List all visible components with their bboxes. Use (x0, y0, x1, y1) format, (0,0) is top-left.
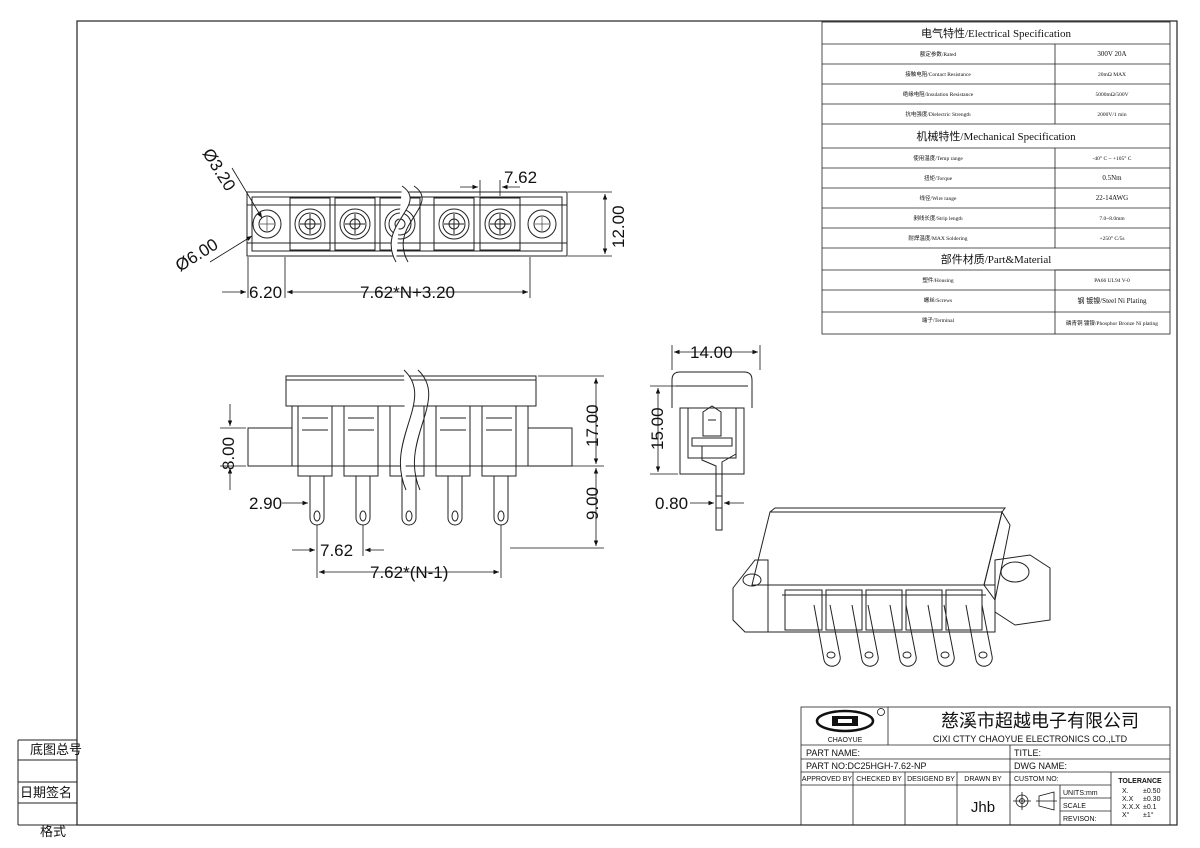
dim-pitch-top: 7.62 (504, 168, 537, 187)
spec-label: 塑件/Housing (922, 276, 953, 284)
dwg-name-label: DWG NAME: (1014, 761, 1067, 771)
spec-value: 20mΩ MAX (1098, 72, 1126, 78)
spec-value: 22-14AWG (1096, 194, 1129, 202)
top-view-dims (209, 167, 612, 298)
company-logo: CHAOYUE (815, 708, 885, 744)
dim-h900: 9.00 (583, 487, 602, 520)
scale-label: SCALE (1063, 803, 1086, 810)
dim-wtotal: 7.62*N+3.20 (360, 283, 455, 302)
spec-table (821, 21, 1171, 335)
checked-by-label: CHECKED BY (856, 776, 902, 783)
revision-label: REVISON: (1063, 816, 1097, 823)
tol-key: X° (1122, 811, 1130, 819)
spec-value: 磷青铜 镀镍/Phosphor Bronze Ni plating (1066, 319, 1158, 327)
part-name-label: PART NAME: (806, 748, 860, 758)
mechanical-title: 机械特性/Mechanical Specification (916, 129, 1076, 143)
spec-label: 使用温度/Temp range (913, 154, 963, 162)
dim-h800: 8.00 (219, 437, 238, 470)
spec-label: 剥线长度/Strip length (913, 214, 963, 222)
material-title: 部件材质/Part&Material (941, 252, 1052, 266)
designed-by-label: DESIGEND BY (907, 776, 955, 783)
tol-val: ±0.1 (1143, 804, 1157, 811)
spec-label: 端子/Terminal (922, 316, 955, 324)
logo-text: CHAOYUE (828, 737, 863, 744)
tol-key: X. (1122, 788, 1129, 795)
dim-t080: 0.80 (655, 494, 688, 513)
dim-h1500: 15.00 (648, 407, 667, 450)
company-en: CIXI CTTY CHAOYUE ELECTRONICS CO.,LTD (933, 734, 1128, 744)
spec-value: -40° C ~ +105° C (1093, 155, 1132, 162)
spec-value: +250° C/5s (1099, 235, 1124, 242)
format-label: 格式 (40, 824, 66, 840)
tol-val: ±0.30 (1143, 796, 1161, 803)
approved-by-label: APPROVED BY (802, 776, 853, 783)
dim-h1200: 12.00 (609, 205, 628, 248)
custom-no-label: CUSTOM NO: (1014, 776, 1059, 783)
spec-label: 接触电阻/Contact Resistance (905, 70, 971, 78)
tol-val: ±1° (1143, 811, 1154, 819)
company-cn: 慈溪市超越电子有限公司 (941, 711, 1139, 732)
dim-w1400: 14.00 (690, 343, 733, 362)
sheet-border (76, 20, 1178, 826)
tolerance-label: TOLERANCE (1118, 778, 1162, 785)
spec-value: 7.0~8.0mm (1099, 216, 1125, 222)
isometric-view (732, 507, 1051, 667)
title-block (800, 706, 1171, 826)
side-view (671, 371, 753, 531)
spec-label: 线径/Wire range (920, 194, 957, 202)
drawn-by-label: DRAWN BY (964, 776, 1002, 783)
spec-rows: 额定参数/Rated 300V 20A 接触电阻/Contact Resista… (903, 50, 1158, 327)
spec-value: 2000V/1 min (1097, 112, 1126, 118)
spec-label: 螺丝/Screws (924, 296, 952, 304)
dim-wpins: 7.62*(N-1) (370, 563, 448, 582)
dim-d600: Ø6.00 (172, 235, 221, 276)
spec-value: 5000mΩ/500V (1095, 92, 1128, 98)
units-label: UNITS:mm (1063, 790, 1098, 797)
spec-value: 0.5Nm (1102, 174, 1122, 182)
bottom-no-label: 底图总号 (30, 742, 82, 758)
electrical-title: 电气特性/Electrical Specification (921, 26, 1071, 40)
tolerance-rows: X. ±0.50 X.X ±0.30 X.X.X ±0.1 X° ±1° (1122, 788, 1161, 819)
spec-label: 绝缘电阻/Insulation Resistance (903, 90, 974, 98)
side-view-dims (650, 345, 761, 506)
dim-h1700: 17.00 (583, 404, 602, 447)
front-view-dims (220, 375, 604, 578)
dim-w620: 6.20 (249, 283, 282, 302)
front-view (247, 369, 573, 526)
top-view (246, 185, 568, 263)
spec-value: 钢 镀镍/Steel Ni Plating (1077, 296, 1147, 305)
dim-w290: 2.90 (249, 494, 282, 513)
spec-label: 耐焊温度/MAX Soldering (908, 234, 967, 242)
tol-key: X.X (1122, 796, 1134, 803)
dim-pitch-bot: 7.62 (320, 541, 353, 560)
drawer-name: Jhb (971, 799, 995, 816)
spec-label: 抗电强度/Dielectric Strength (905, 110, 970, 118)
tol-val: ±0.50 (1143, 788, 1161, 795)
spec-label: 扭矩/Torque (924, 174, 953, 182)
tol-key: X.X.X (1122, 804, 1140, 811)
part-no: PART NO:DC25HGH-7.62-NP (806, 761, 927, 771)
spec-value: 300V 20A (1097, 50, 1126, 58)
spec-value: PA66 UL94 V-0 (1094, 278, 1130, 284)
date-sign-label: 日期签名 (20, 785, 72, 801)
spec-label: 额定参数/Rated (920, 50, 957, 58)
projection-symbol-icon (1013, 791, 1057, 811)
title-label: TITLE: (1014, 748, 1041, 758)
